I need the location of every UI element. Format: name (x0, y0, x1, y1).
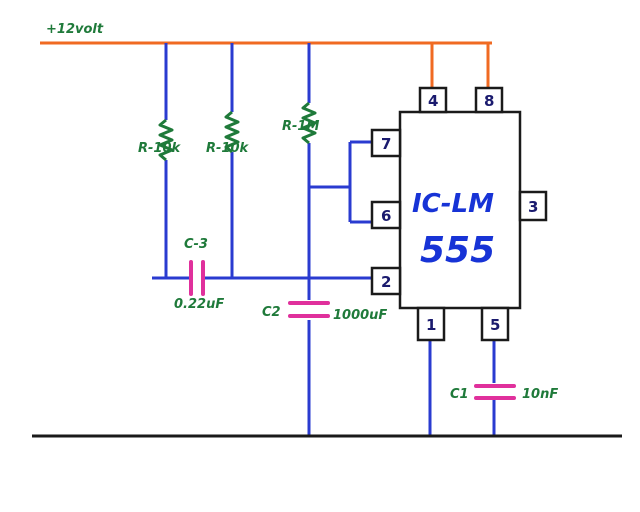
pin-3-label: 3 (528, 198, 538, 216)
pin-5-box (480, 306, 510, 342)
pin-2-box (370, 266, 402, 296)
capacitor-c2-name: C2 (262, 305, 281, 320)
pin-6-label: 6 (381, 207, 391, 225)
capacitor-c3 (189, 260, 205, 296)
resistor-r1-label: R-10k (138, 141, 181, 156)
ic-name-line1: IC-LM (412, 189, 494, 219)
resistor-r2-label: R-10k (206, 141, 249, 156)
resistor-r1: R-10k (138, 118, 181, 162)
pin-3-box (518, 190, 548, 222)
capacitor-c2-value: 1000uF (333, 308, 387, 323)
resistor-r2: R-10k (206, 110, 249, 156)
capacitor-c3-name: C-3 (184, 237, 208, 252)
pin-8-label: 8 (484, 92, 494, 110)
pin-2-label: 2 (381, 273, 391, 291)
supply-rail (40, 41, 492, 88)
capacitor-c2 (288, 301, 330, 318)
pin-4-label: 4 (428, 92, 438, 110)
capacitor-c3-value: 0.22uF (174, 297, 224, 312)
capacitor-c1-name: C1 (450, 387, 469, 402)
resistor-r3-label: R-1M (282, 119, 319, 134)
pin-5-label: 5 (490, 316, 500, 334)
pin-7-box (370, 128, 402, 158)
pin-8-box (474, 86, 504, 114)
pin-6-box (370, 200, 402, 230)
ic-name-line2: 555 (420, 230, 495, 271)
capacitor-c1-value: 10nF (522, 387, 558, 402)
supply-label: +12volt (46, 22, 104, 37)
pin-4-box (418, 86, 448, 114)
pin-1-label: 1 (426, 316, 436, 334)
ic-lm555: IC-LM 555 (398, 110, 522, 310)
resistor-r3: R-1M (282, 101, 319, 145)
circuit-wires (152, 43, 496, 436)
ic-pins (370, 86, 548, 342)
pin-7-label: 7 (381, 135, 391, 153)
capacitor-c1 (474, 384, 516, 400)
pin-1-box (416, 306, 446, 342)
